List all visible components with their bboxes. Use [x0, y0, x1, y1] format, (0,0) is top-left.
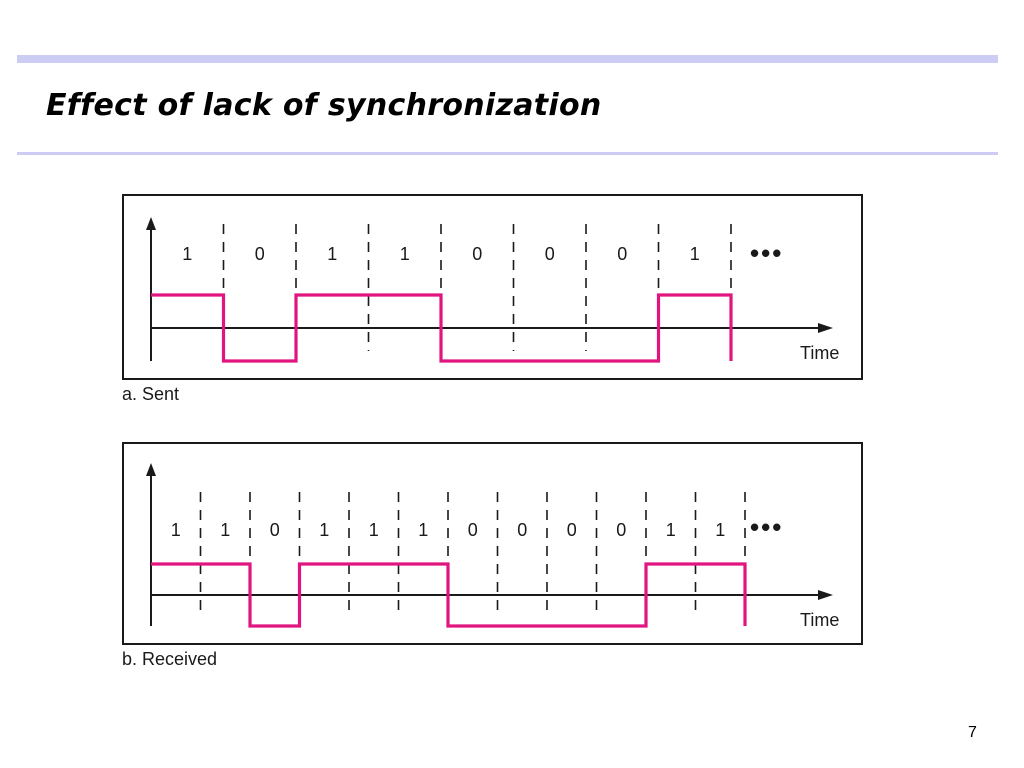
bit-label: 1	[327, 244, 337, 264]
bit-label: 0	[617, 244, 627, 264]
bit-label: 0	[255, 244, 265, 264]
bit-label: 0	[517, 520, 527, 540]
time-axis-label: Time	[800, 343, 839, 363]
sent-caption: a. Sent	[122, 384, 180, 404]
sent-signal-diagram: 1 0 1 1 0 0 0 1 ••• Time	[122, 194, 863, 380]
received-signal-diagram: 1 1 0 1 1 1 0 0 0 0 1 1 ••• Time	[122, 442, 863, 645]
bit-label: 1	[666, 520, 676, 540]
y-axis-arrow-icon	[146, 463, 156, 476]
bit-label: 1	[220, 520, 230, 540]
signal-waveform	[151, 562, 747, 628]
received-signal-svg: 1 1 0 1 1 1 0 0 0 0 1 1 ••• Time	[146, 463, 839, 630]
bit-label: 0	[567, 520, 577, 540]
received-caption: b. Received	[122, 649, 218, 669]
time-axis-arrow-icon	[818, 590, 833, 600]
bit-label: 1	[182, 244, 192, 264]
signal-waveform	[151, 293, 733, 363]
bit-label: 1	[715, 520, 725, 540]
bit-label: 0	[545, 244, 555, 264]
bit-label: 0	[472, 244, 482, 264]
time-axis-arrow-icon	[818, 323, 833, 333]
bit-label: 1	[171, 520, 181, 540]
page-number: 7	[968, 724, 977, 741]
title-top-rule	[17, 55, 998, 63]
bit-label: 1	[690, 244, 700, 264]
ellipsis-label: •••	[750, 238, 783, 268]
time-axis-label: Time	[800, 610, 839, 630]
ellipsis-label: •••	[750, 512, 783, 542]
bit-label: 1	[319, 520, 329, 540]
sent-signal-svg: 1 0 1 1 0 0 0 1 ••• Time	[146, 217, 839, 363]
bit-label: 0	[270, 520, 280, 540]
y-axis-arrow-icon	[146, 217, 156, 230]
bit-label: 1	[400, 244, 410, 264]
bit-label: 1	[418, 520, 428, 540]
bit-label: 0	[468, 520, 478, 540]
bit-label: 1	[369, 520, 379, 540]
slide-title: Effect of lack of synchronization	[46, 88, 602, 123]
title-bottom-rule	[17, 152, 998, 155]
bit-label: 0	[616, 520, 626, 540]
